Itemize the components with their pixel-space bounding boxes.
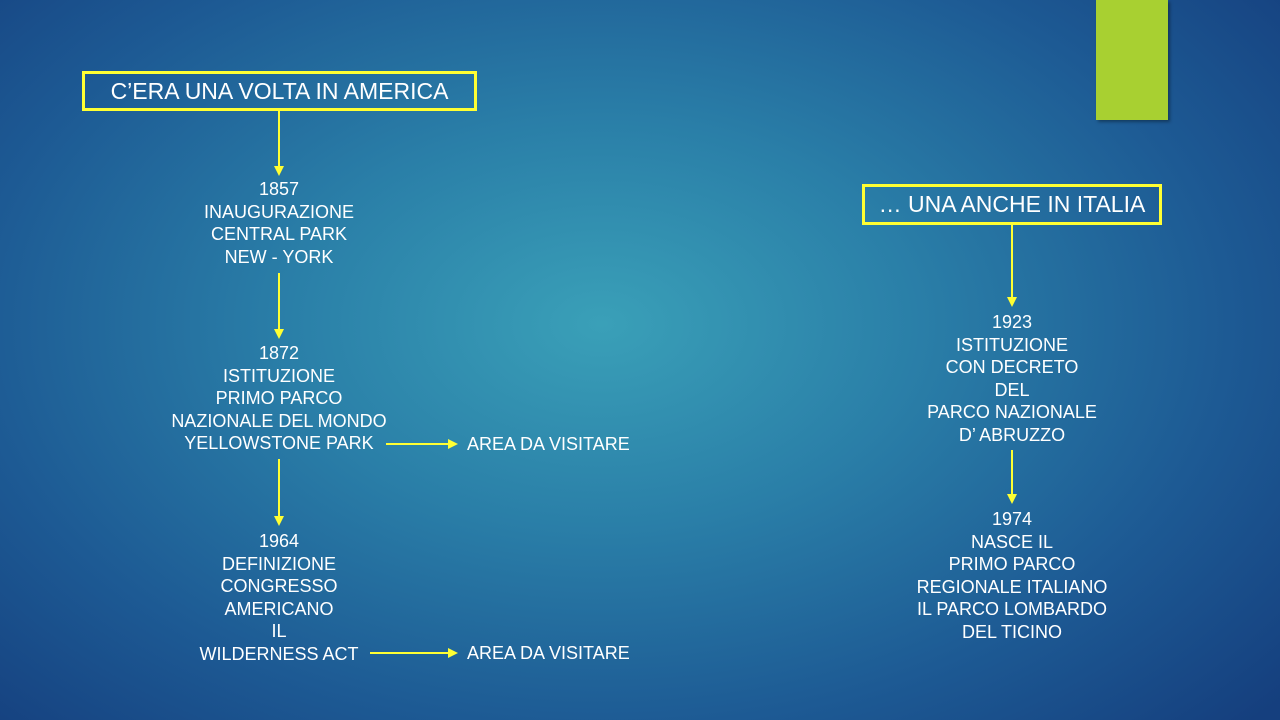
event-1872: 1872 ISTITUZIONE PRIMO PARCO NAZIONALE D… <box>154 342 404 455</box>
left-title: C’ERA UNA VOLTA IN AMERICA <box>110 77 449 104</box>
event-line: REGIONALE ITALIANO <box>916 576 1108 597</box>
event-line: ISTITUZIONE <box>223 365 335 386</box>
event-line: DEL TICINO <box>961 621 1063 642</box>
event-line: 1974 <box>991 509 1033 529</box>
left-title-box: C’ERA UNA VOLTA IN AMERICA <box>82 71 477 111</box>
right-title: … UNA ANCHE IN ITALIA <box>878 191 1146 217</box>
event-line: INAUGURAZIONE <box>203 201 354 222</box>
event-line: CENTRAL PARK <box>210 224 348 244</box>
event-line: ISTITUZIONE <box>956 334 1068 355</box>
event-line: DEL <box>994 379 1030 400</box>
event-line: IL <box>271 621 287 641</box>
event-line: CONGRESSO <box>220 576 338 596</box>
event-line: 1872 <box>258 343 300 363</box>
event-line: YELLOWSTONE PARK <box>184 433 374 453</box>
event-1974: 1974 NASCE IL PRIMO PARCO REGIONALE ITAL… <box>892 508 1132 643</box>
event-1964: 1964 DEFINIZIONE CONGRESSO AMERICANO IL … <box>179 530 379 665</box>
event-1857: 1857 INAUGURAZIONE CENTRAL PARK NEW - YO… <box>179 178 379 268</box>
event-line: IL PARCO LOMBARDO <box>916 599 1108 619</box>
event-line: WILDERNESS ACT <box>199 643 359 664</box>
event-line: NEW - YORK <box>224 246 334 267</box>
event-line: PARCO NAZIONALE <box>927 402 1097 422</box>
area-da-visitare-yellowstone: AREA DA VISITARE <box>467 434 630 454</box>
event-line: NAZIONALE DEL MONDO <box>171 410 387 431</box>
accent-block <box>1096 0 1168 120</box>
event-line: D’ ABRUZZO <box>958 424 1066 445</box>
area-da-visitare-wilderness: AREA DA VISITARE <box>467 643 630 663</box>
event-line: DEFINIZIONE <box>221 553 336 574</box>
right-title-box: … UNA ANCHE IN ITALIA <box>862 184 1162 225</box>
event-line: AMERICANO <box>224 598 334 619</box>
event-line: 1964 <box>258 531 300 551</box>
event-line: NASCE IL <box>970 531 1054 552</box>
event-line: PRIMO PARCO <box>948 554 1076 574</box>
event-line: PRIMO PARCO <box>215 388 343 408</box>
event-line: 1923 <box>991 312 1033 332</box>
event-1923: 1923 ISTITUZIONE CON DECRETO DEL PARCO N… <box>902 311 1122 446</box>
event-line: CON DECRETO <box>945 357 1079 377</box>
event-line: 1857 <box>258 179 300 199</box>
